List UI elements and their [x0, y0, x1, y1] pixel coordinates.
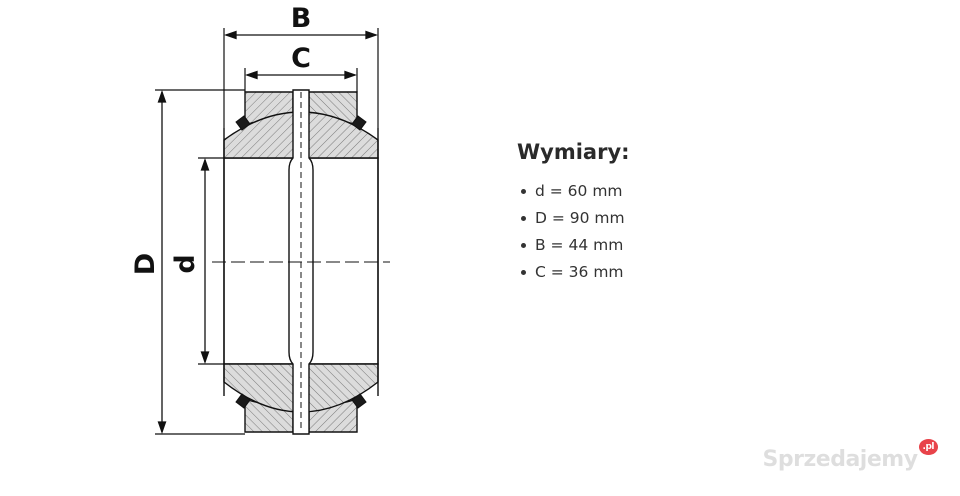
watermark-badge: .pl [918, 439, 938, 455]
label-D: D [130, 253, 161, 275]
seal-bottom-left [235, 393, 251, 409]
seals [235, 115, 367, 409]
bearing-section [223, 89, 379, 435]
seal-bottom-right [351, 393, 367, 409]
label-d: d [170, 254, 201, 273]
dimensions-list: d = 60 mm D = 90 mm B = 44 mm C = 36 mm [517, 178, 630, 286]
label-B: B [291, 3, 312, 34]
dimension-lines [157, 30, 378, 434]
dimension-item-C: C = 36 mm [517, 259, 630, 286]
dimensions-heading: Wymiary: [517, 140, 630, 164]
dimension-item-d: d = 60 mm [517, 178, 630, 205]
sprzedajemy-watermark: Sprzedajemy .pl [762, 439, 938, 472]
dimension-item-B: B = 44 mm [517, 232, 630, 259]
seal-top-right [351, 115, 367, 131]
watermark-text: Sprzedajemy [762, 447, 919, 472]
label-C: C [291, 43, 311, 74]
dimension-item-D: D = 90 mm [517, 205, 630, 232]
seal-top-left [235, 115, 251, 131]
dimensions-panel: Wymiary: d = 60 mm D = 90 mm B = 44 mm C… [517, 140, 630, 286]
